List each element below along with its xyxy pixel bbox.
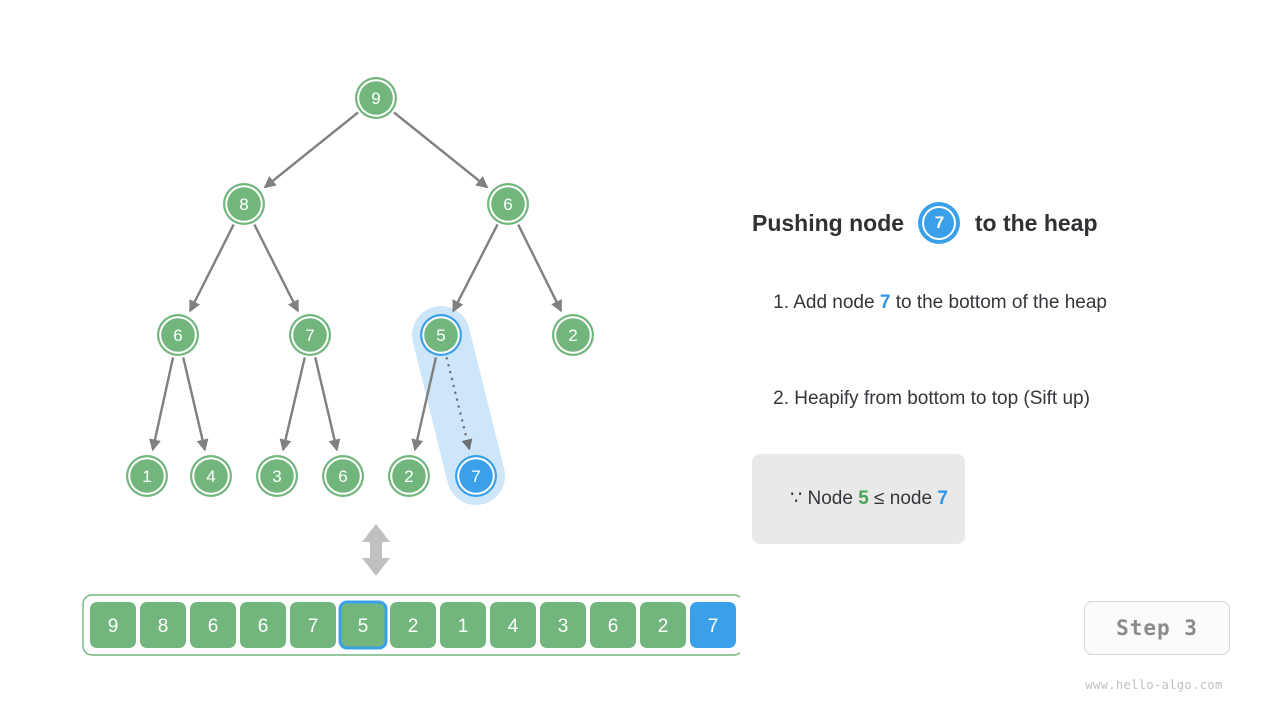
tree-svg: 9 8 6 6 7 5 2 1 4 3 6 2 7 9 8 6 6 7 5 2 1 4 3 6 2 7 bbox=[82, 77, 740, 656]
array-cell: 2 bbox=[640, 602, 686, 648]
array-cell-value: 1 bbox=[458, 616, 469, 637]
heap-diagram: 9 8 6 6 7 5 2 1 4 3 6 2 7 9 8 6 6 7 5 2 1 4 3 6 2 7 bbox=[82, 77, 740, 656]
array-cell-value: 5 bbox=[358, 616, 369, 637]
reason-right-value: 7 bbox=[937, 488, 948, 509]
step-1-prefix: 1. Add node bbox=[773, 292, 880, 313]
reason-box: ∵ Node 5 ≤ node 7 bbox=[752, 454, 965, 544]
tree-node: 6 bbox=[487, 183, 529, 225]
tree-node: 6 bbox=[157, 314, 199, 356]
array-cell: 9 bbox=[90, 602, 136, 648]
array-cell: 5 bbox=[338, 600, 388, 650]
tree-edge bbox=[263, 111, 359, 189]
array-cell: 4 bbox=[490, 602, 536, 648]
tree-array-link-arrow bbox=[362, 524, 390, 576]
sift-up-dotted-arrow bbox=[445, 357, 473, 451]
array-cell-value: 2 bbox=[408, 616, 419, 637]
array-cell: 7 bbox=[290, 602, 336, 648]
array-cell: 7 bbox=[690, 602, 736, 648]
tree-node: 5 bbox=[420, 314, 462, 356]
array-cell: 3 bbox=[540, 602, 586, 648]
tree-edge bbox=[452, 223, 499, 313]
tree-node-label: 2 bbox=[404, 467, 413, 486]
tree-node-label: 2 bbox=[568, 326, 577, 345]
array-cell: 1 bbox=[440, 602, 486, 648]
explanation-panel: Pushing node 7 to the heap 1. Add node 7… bbox=[752, 206, 1252, 544]
array-cell-value: 6 bbox=[608, 616, 619, 637]
tree-node-label: 7 bbox=[471, 467, 480, 486]
tree-node: 6 bbox=[322, 455, 364, 497]
reason-operator: ≤ node bbox=[868, 488, 938, 509]
array-cell-value: 4 bbox=[508, 616, 519, 637]
step-1-suffix: to the bottom of the heap bbox=[890, 292, 1107, 313]
array-cell: 6 bbox=[190, 602, 236, 648]
tree-edge bbox=[182, 357, 209, 452]
page-title-suffix: to the heap bbox=[968, 209, 1098, 236]
pushed-node-badge: 7 bbox=[922, 206, 957, 240]
tree-edges bbox=[149, 111, 563, 452]
array-cell-value: 9 bbox=[108, 616, 119, 637]
array-cell-value: 2 bbox=[658, 616, 669, 637]
array-cell: 8 bbox=[140, 602, 186, 648]
reason-symbol: ∵ bbox=[790, 488, 808, 509]
reason-left-value: 5 bbox=[858, 488, 869, 509]
array-cell: 6 bbox=[590, 602, 636, 648]
array-representation: 9 8 6 6 7 5 2 1 4 3 6 2 7 bbox=[82, 594, 740, 656]
tree-node: 2 bbox=[552, 314, 594, 356]
tree-node: 8 bbox=[223, 183, 265, 225]
tree-node-label: 7 bbox=[305, 326, 314, 345]
step-2-prefix: 2. Heapify from bottom to top (Sift up) bbox=[773, 388, 1090, 409]
page-title: Pushing node 7 to the heap bbox=[752, 206, 1252, 240]
tree-edge bbox=[253, 224, 299, 313]
tree-node-label: 4 bbox=[206, 467, 215, 486]
step-1-value: 7 bbox=[879, 292, 891, 313]
tree-node: 4 bbox=[190, 455, 232, 497]
array-cell-value: 6 bbox=[208, 616, 219, 637]
step-line-1: 1. Add node 7 to the bottom of the heap bbox=[752, 270, 1252, 336]
tree-node-label: 8 bbox=[239, 195, 248, 214]
tree-node: 1 bbox=[126, 455, 168, 497]
array-container-outline bbox=[82, 594, 740, 656]
tree-node-label: 1 bbox=[142, 467, 151, 486]
reason-pre: Node bbox=[807, 488, 859, 509]
double-arrow-icon bbox=[362, 524, 390, 576]
step-line-2: 2. Heapify from bottom to top (Sift up) bbox=[752, 366, 1252, 432]
tree-edge bbox=[411, 357, 438, 452]
tree-nodes: 9 8 6 6 7 5 2 1 4 3 6 2 7 bbox=[126, 77, 594, 497]
array-cell: 6 bbox=[240, 602, 286, 648]
array-cell-value: 8 bbox=[158, 616, 169, 637]
step-badge: Step 3 bbox=[1084, 601, 1230, 655]
tree-edge bbox=[393, 111, 489, 189]
footer-url: www.hello-algo.com bbox=[1085, 678, 1223, 692]
tree-edge bbox=[517, 224, 563, 313]
tree-node-label: 3 bbox=[272, 467, 281, 486]
tree-node: 7 bbox=[289, 314, 331, 356]
tree-node-label: 6 bbox=[503, 195, 512, 214]
array-cell-value: 6 bbox=[258, 616, 269, 637]
sift-up-arrow bbox=[445, 357, 473, 451]
tree-edge bbox=[149, 357, 175, 452]
tree-node: 2 bbox=[388, 455, 430, 497]
tree-node-label: 6 bbox=[173, 326, 182, 345]
array-cell: 2 bbox=[390, 602, 436, 648]
array-cell-value: 7 bbox=[308, 616, 319, 637]
tree-node: 7 bbox=[455, 455, 497, 497]
array-cell-value: 7 bbox=[708, 616, 719, 637]
tree-node-label: 6 bbox=[338, 467, 347, 486]
tree-node-label: 5 bbox=[436, 326, 445, 345]
tree-edge bbox=[279, 357, 306, 452]
tree-edge bbox=[189, 224, 235, 313]
tree-node: 9 bbox=[355, 77, 397, 119]
tree-node-label: 9 bbox=[371, 89, 380, 108]
tree-node: 3 bbox=[256, 455, 298, 497]
tree-edge bbox=[314, 357, 341, 452]
page-title-prefix: Pushing node bbox=[752, 209, 911, 236]
array-cell-value: 3 bbox=[558, 616, 569, 637]
